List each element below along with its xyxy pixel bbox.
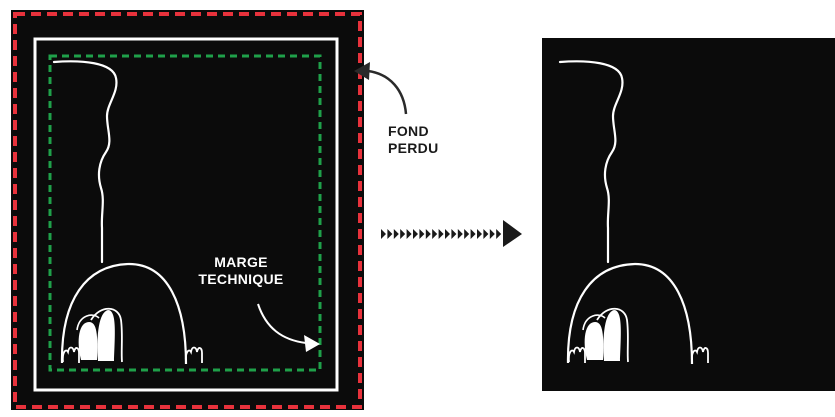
- transition-arrow-head: [503, 220, 522, 247]
- marge-technique-line-1: MARGE: [176, 254, 306, 271]
- transition-arrow-dot: [413, 229, 418, 239]
- transition-arrow-dot: [483, 229, 488, 239]
- fond-perdu-line-2: PERDU: [388, 140, 439, 157]
- marge-technique-line-2: TECHNIQUE: [176, 271, 306, 288]
- transition-arrow-dot: [407, 229, 412, 239]
- transition-arrow-dot: [439, 229, 444, 239]
- transition-arrow-dot: [400, 229, 405, 239]
- transition-arrow-dot: [432, 229, 437, 239]
- transition-arrow-dot: [458, 229, 463, 239]
- transition-arrow-icon: [381, 229, 501, 239]
- transition-arrow-dot: [471, 229, 476, 239]
- transition-arrow-dot: [496, 229, 501, 239]
- marge-technique-label: MARGE TECHNIQUE: [176, 254, 306, 288]
- transition-arrow-dot: [451, 229, 456, 239]
- left-panel: [11, 10, 364, 410]
- transition-arrow-dot: [394, 229, 399, 239]
- fond-perdu-label: FOND PERDU: [388, 123, 439, 157]
- fond-perdu-line-1: FOND: [388, 123, 439, 140]
- transition-arrow-dot: [490, 229, 495, 239]
- transition-arrow-dot: [387, 229, 392, 239]
- transition-arrow-dot: [426, 229, 431, 239]
- transition-arrow-dot: [419, 229, 424, 239]
- transition-arrow-dot: [464, 229, 469, 239]
- transition-arrow-dot: [381, 229, 386, 239]
- transition-arrow-dot: [477, 229, 482, 239]
- transition-arrow-dot: [445, 229, 450, 239]
